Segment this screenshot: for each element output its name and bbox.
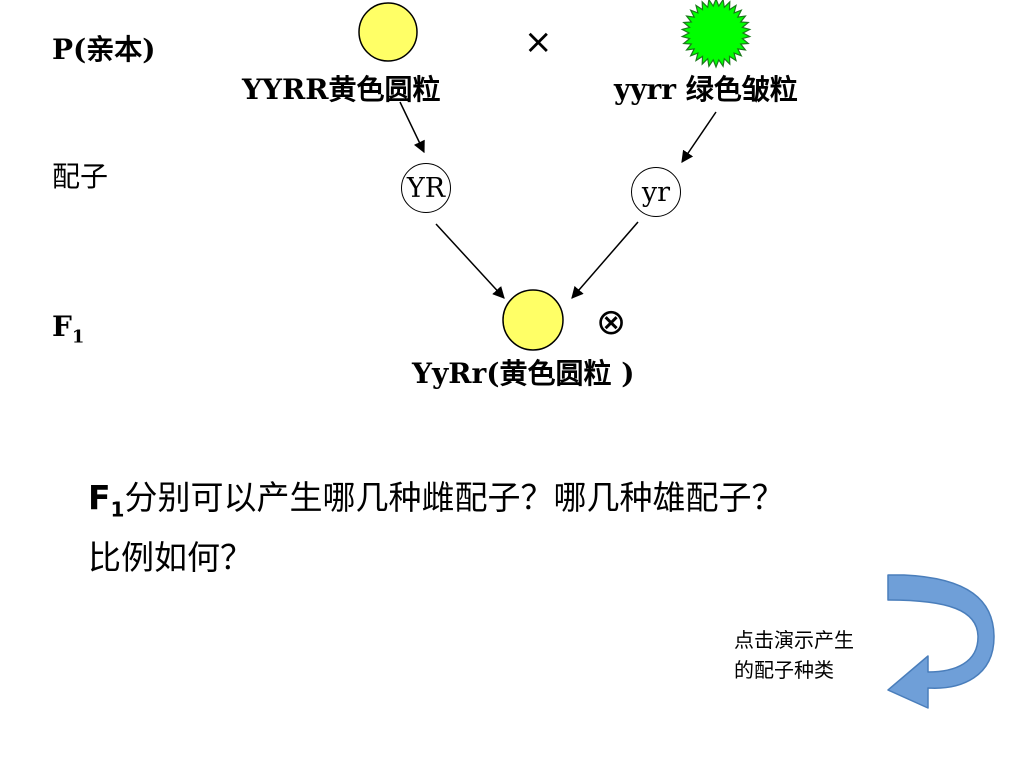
row-label-f1-sub: 1 [71,326,85,348]
question-text: F1分别可以产生哪几种雌配子？哪几种雄配子？ 比例如何？ [88,474,784,582]
row-label-f1-main: F [52,310,72,343]
row-label-f1: F1 [52,310,84,348]
question-line-2: 比例如何？ [88,537,253,577]
gamete-left: YR [401,163,451,213]
f1-yellow-round-seed-icon [502,289,564,351]
question-line-1: F1分别可以产生哪几种雌配子？哪几种雄配子？ [88,474,784,534]
question-f-main: F [88,478,111,517]
arrow-gamete-to-f1-left [435,223,505,299]
self-cross-symbol: ⊗ [596,302,627,343]
row-label-gamete: 配子 [52,160,109,193]
arrow-gamete-to-f1-right [571,221,639,299]
question-line-1-rest: 分别可以产生哪几种雌配子？哪几种雄配子？ [124,478,785,517]
f1-label: YyRr(黄色圆粒 ) [412,357,635,390]
green-wrinkled-seed-icon [680,0,752,69]
parent-left-label: YYRR黄色圆粒 [242,73,441,106]
cross-symbol: × [524,22,553,62]
gamete-right: yr [631,167,681,217]
question-f-sub: 1 [110,497,125,522]
arrow-parent-to-gamete-right [681,111,717,163]
yellow-round-seed-icon [358,2,418,62]
action-note-line-1: 点击演示产生 [734,628,854,652]
action-note[interactable]: 点击演示产生 的配子种类 [734,625,854,685]
curved-return-arrow-icon[interactable] [887,574,995,709]
arrow-parent-to-gamete-left [399,101,425,154]
action-note-line-2: 的配子种类 [734,658,834,682]
parent-right-label: yyrr 绿色皱粒 [614,73,798,106]
row-label-parent: P(亲本) [52,33,156,66]
